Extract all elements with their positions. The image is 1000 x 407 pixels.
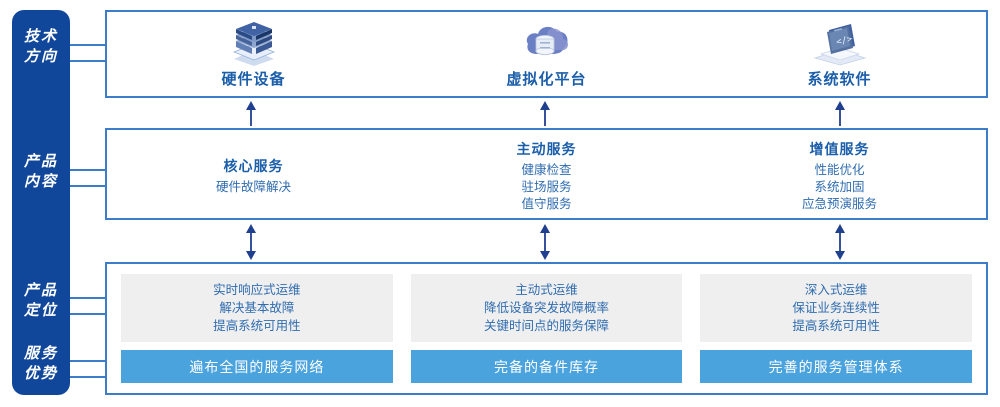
content-column-title: 主动服务: [516, 141, 577, 157]
content-column-proactive[interactable]: 主动服务 健康检查 驻场服务 值守服务: [400, 130, 693, 218]
panel-product-content: 核心服务 硬件故障解决 主动服务 健康检查 驻场服务 值守服务 增值服务 性能优…: [105, 128, 988, 220]
content-column-item: 健康检查: [521, 163, 572, 177]
arrow-up-virtualization: [538, 101, 552, 131]
content-column-item: 应急预演服务: [801, 197, 877, 211]
advantage-bar-management-system[interactable]: 完善的服务管理体系: [700, 350, 973, 383]
connector-content-1: [70, 169, 107, 171]
connector-advantage-2: [70, 376, 107, 378]
arrow-up-hardware: [244, 101, 258, 131]
rail-line: 内容: [23, 173, 58, 190]
tech-item-label: 系统软件: [807, 70, 872, 88]
connector-advantage-1: [70, 360, 107, 362]
rail-line: 服务: [23, 345, 58, 362]
bottom-column-deep: 深入式运维 保证业务连续性 提高系统可用性 完善的服务管理体系: [700, 274, 973, 383]
rail-line: 定位: [23, 302, 58, 319]
advantage-bar-spare-parts[interactable]: 完备的备件库存: [410, 350, 683, 383]
svg-text:</>: </>: [835, 34, 854, 48]
connector-tech-1: [70, 44, 107, 46]
rail-label-product-position: 产品 定位: [12, 281, 70, 321]
advantage-bar-service-network[interactable]: 遍布全国的服务网络: [121, 350, 393, 383]
arrow-up-system-software: [833, 101, 847, 131]
bottom-column-proactive: 主动式运维 降低设备突发故障概率 关键时间点的服务保障 完备的备件库存: [410, 274, 683, 383]
content-column-title: 核心服务: [223, 158, 284, 174]
content-column-item: 性能优化: [814, 163, 865, 177]
position-line: 降低设备突发故障概率: [484, 301, 610, 315]
server-stack-icon: [226, 20, 282, 66]
connector-position-1: [70, 297, 107, 299]
tech-item-label: 硬件设备: [221, 70, 286, 88]
position-line: 提高系统可用性: [792, 319, 880, 333]
position-line: 提高系统可用性: [213, 319, 301, 333]
rail-line: 产品: [23, 153, 58, 170]
bottom-column-realtime: 实时响应式运维 解决基本故障 提高系统可用性 遍布全国的服务网络: [121, 274, 393, 383]
panel-position-advantage: 实时响应式运维 解决基本故障 提高系统可用性 遍布全国的服务网络 主动式运维 降…: [105, 262, 988, 395]
rail-line: 技术: [23, 28, 58, 45]
position-line: 深入式运维: [804, 283, 868, 297]
content-column-item: 硬件故障解决: [215, 180, 291, 194]
tech-item-hardware[interactable]: 硬件设备: [107, 12, 400, 96]
content-column-item: 系统加固: [814, 180, 865, 194]
content-column-value-added[interactable]: 增值服务 性能优化 系统加固 应急预演服务: [693, 130, 986, 218]
content-column-item: 驻场服务: [521, 180, 572, 194]
arrow-double-virtualization: [538, 224, 552, 265]
left-rail: [12, 10, 70, 395]
position-line: 主动式运维: [515, 283, 578, 297]
panel-tech-direction: 硬件设备 虚: [105, 10, 988, 98]
position-line: 关键时间点的服务保障: [484, 319, 610, 333]
tech-item-system-software[interactable]: </> 系统软件: [693, 12, 986, 96]
cloud-database-icon: [519, 20, 575, 66]
tech-item-virtualization[interactable]: 虚拟化平台: [400, 12, 693, 96]
rail-line: 优势: [23, 365, 58, 382]
position-box-realtime[interactable]: 实时响应式运维 解决基本故障 提高系统可用性: [121, 274, 393, 342]
rail-label-service-advantage: 服务 优势: [12, 344, 70, 384]
arrow-double-hardware: [244, 224, 258, 265]
position-line: 实时响应式运维: [213, 283, 301, 297]
content-column-item: 值守服务: [521, 197, 572, 211]
rail-label-product-content: 产品 内容: [12, 152, 70, 192]
position-box-proactive[interactable]: 主动式运维 降低设备突发故障概率 关键时间点的服务保障: [410, 274, 683, 342]
content-column-core[interactable]: 核心服务 硬件故障解决: [107, 130, 400, 218]
position-line: 保证业务连续性: [792, 301, 880, 315]
content-column-title: 增值服务: [809, 141, 870, 157]
connector-tech-2: [70, 60, 107, 62]
connector-content-2: [70, 185, 107, 187]
position-box-deep[interactable]: 深入式运维 保证业务连续性 提高系统可用性: [700, 274, 973, 342]
rail-line: 方向: [23, 48, 58, 65]
connector-position-2: [70, 313, 107, 315]
tech-item-label: 虚拟化平台: [506, 70, 587, 88]
rail-line: 产品: [23, 282, 58, 299]
position-line: 解决基本故障: [219, 301, 295, 315]
rail-label-tech-direction: 技术 方向: [12, 27, 70, 67]
laptop-code-icon: </>: [809, 20, 871, 66]
arrow-double-system-software: [833, 224, 847, 265]
